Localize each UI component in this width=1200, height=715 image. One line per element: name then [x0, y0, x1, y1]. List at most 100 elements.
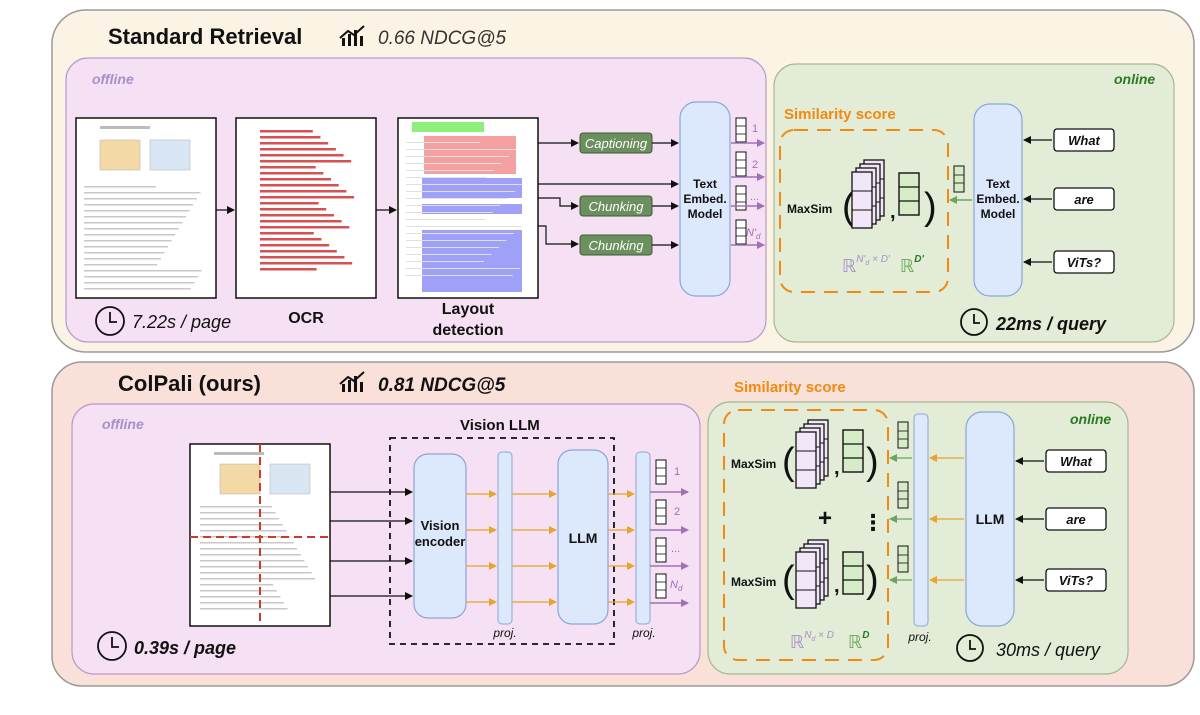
ocr-text-line — [260, 232, 314, 235]
embedding-vector — [735, 219, 747, 245]
ocr-text-line — [260, 154, 344, 157]
text-line — [84, 222, 183, 224]
chart-icon-colpali — [339, 371, 365, 392]
document-page-ocr — [235, 117, 377, 299]
text-line — [84, 240, 172, 242]
ocr-text-line — [260, 250, 337, 253]
arrow-to-chunking-1 — [538, 197, 579, 210]
text-embed-model-offline — [679, 101, 731, 297]
ocr-text-line — [260, 190, 347, 193]
ocr-text-line — [260, 220, 342, 223]
ocr-text-line — [260, 160, 352, 163]
text-line — [406, 261, 485, 262]
std-space-left: ℝN'd × D' — [842, 254, 891, 276]
text-line — [406, 219, 486, 220]
cp-paren-open-1: ( — [782, 441, 795, 483]
standard-metric: 0.66 NDCG@5 — [378, 28, 506, 49]
ocr-text-line — [260, 268, 317, 271]
ocr-text-line — [260, 136, 321, 139]
std-time-offline: 7.22s / page — [132, 312, 231, 332]
clock-icon-online — [960, 308, 988, 336]
cp-query-llm — [965, 411, 1015, 627]
llm-label: LLM — [569, 530, 598, 546]
ocr-label: OCR — [288, 310, 324, 327]
text-line — [200, 566, 308, 568]
embedding-vector — [735, 185, 747, 211]
vision-llm-box — [389, 437, 615, 645]
text-line — [84, 210, 190, 212]
std-time-online: 22ms / query — [995, 314, 1107, 334]
text-line — [200, 560, 305, 562]
cp-vdots: ⋮ — [862, 510, 884, 535]
embedding-vector — [735, 117, 747, 143]
std-similarity-label: Similarity score — [784, 106, 896, 123]
query-token-box — [1053, 128, 1115, 152]
ocr-text-line — [260, 256, 345, 259]
chart-icon — [339, 25, 365, 46]
ocr-text-line — [260, 196, 355, 199]
query-embedding-vector — [897, 421, 909, 449]
cp-online-proj — [913, 413, 929, 627]
clock-icon-colpali-online — [956, 634, 984, 662]
standard-online-label: online — [1114, 71, 1155, 87]
ocr-text-line — [260, 202, 319, 205]
colpali-metric: 0.81 NDCG@5 — [378, 375, 506, 396]
document-page-patched — [189, 443, 331, 627]
clock-icon — [95, 306, 125, 336]
cp-paren-close-2: ) — [866, 559, 879, 601]
cp-space-left: ℝNd × D — [790, 630, 834, 652]
text-line — [200, 518, 280, 520]
online-embed-label-3: Model — [981, 207, 1016, 221]
text-line — [406, 233, 514, 234]
text-line — [406, 156, 509, 157]
document-page-layout — [397, 117, 539, 299]
cp-online-proj-label: proj. — [907, 630, 931, 644]
text-line — [200, 608, 288, 610]
patch-embedding-vector — [655, 499, 667, 525]
ocr-text-line — [260, 142, 329, 145]
std-maxsim: MaxSim — [787, 202, 832, 216]
vision-encoder-label-1: Vision — [421, 518, 460, 533]
cp-query-vector-1 — [842, 429, 864, 473]
proj-label-1: proj. — [492, 626, 516, 640]
text-embed-label-2: Embed. — [683, 192, 726, 206]
std-doc-embedding-stack — [851, 171, 873, 229]
text-embed-model-online — [973, 103, 1023, 297]
embedding-vector — [735, 151, 747, 177]
query-token-label: ViTs? — [1067, 255, 1101, 270]
cp-vec-label-2: 2 — [674, 506, 680, 518]
cp-paren-close-1: ) — [866, 441, 879, 483]
patch-embedding-vector — [655, 573, 667, 599]
cp-doc-embedding-stack — [795, 551, 817, 609]
cp-doc-embedding-stack — [795, 431, 817, 489]
text-line — [200, 596, 281, 598]
text-line — [406, 275, 513, 276]
text-line — [200, 572, 312, 574]
std-vec-label-1: 1 — [752, 123, 758, 135]
ocr-text-line — [260, 178, 332, 181]
chunking-label-2: Chunking — [589, 238, 645, 253]
text-line — [84, 198, 197, 200]
captioning-label: Captioning — [585, 136, 648, 151]
cp-query-llm-label: LLM — [976, 511, 1005, 527]
cp-time-online: 30ms / query — [996, 640, 1101, 660]
std-space-right: ℝD' — [900, 254, 924, 276]
cp-comma-2: , — [834, 575, 840, 597]
ocr-text-line — [260, 166, 316, 169]
text-line — [406, 268, 521, 269]
vision-encoder-label-2: encoder — [415, 534, 466, 549]
text-line — [200, 524, 283, 526]
ocr-text-line — [260, 130, 313, 133]
text-line — [84, 264, 158, 266]
text-line — [200, 554, 301, 556]
cp-time-offline: 0.39s / page — [134, 638, 236, 658]
document-page-original — [75, 117, 217, 299]
text-line — [200, 530, 287, 532]
text-line — [406, 247, 499, 248]
query-embedding-vector — [897, 545, 909, 573]
cp-vec-label-1: 1 — [674, 466, 680, 478]
std-comma: , — [890, 201, 896, 223]
projection-layer-2 — [635, 451, 651, 625]
query-token-box — [1045, 507, 1107, 531]
cp-space-right: ℝD — [848, 630, 870, 652]
